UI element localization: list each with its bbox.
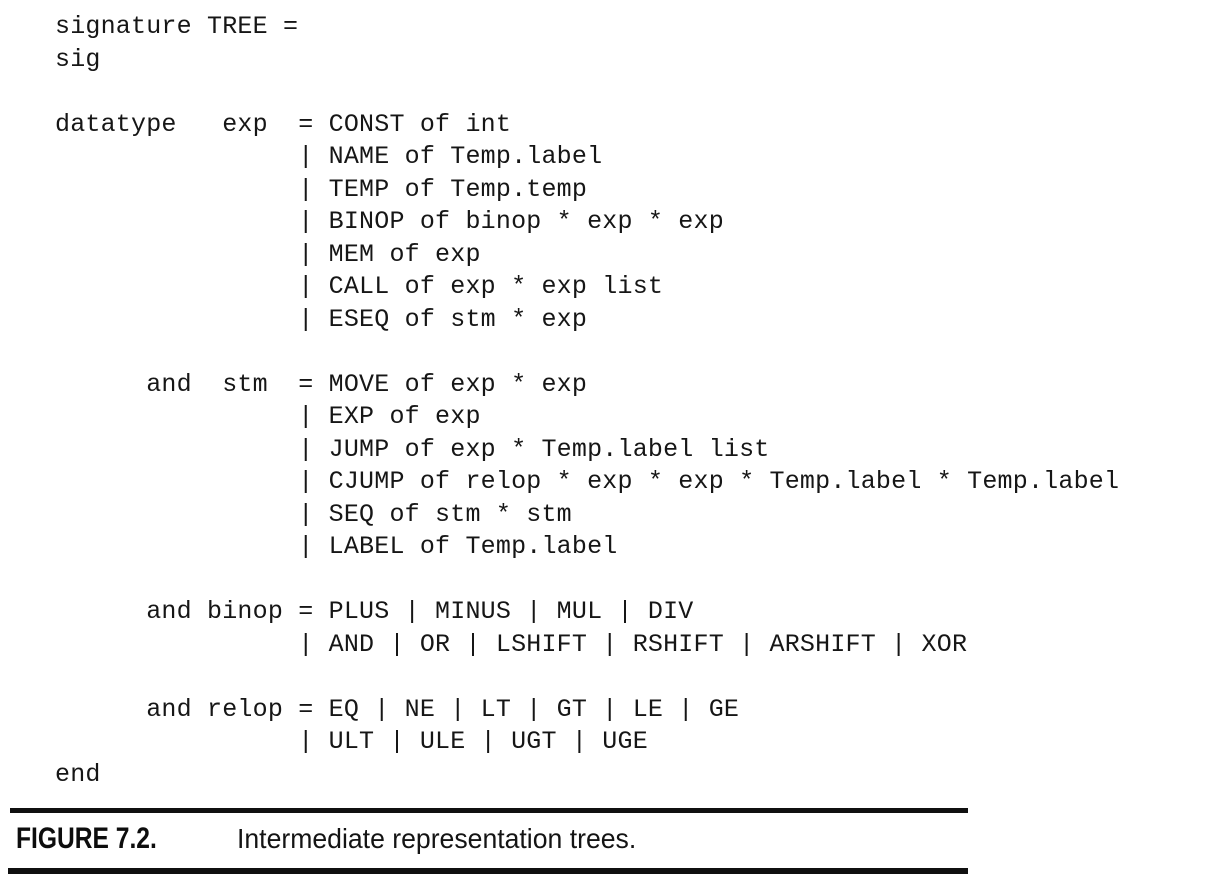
ml-signature-code-block: signature TREE = sig datatype exp = CONS… bbox=[55, 12, 1120, 789]
caption-top-rule bbox=[10, 808, 968, 813]
caption-bottom-rule bbox=[8, 868, 968, 874]
figure-number-label: FIGURE 7.2. bbox=[16, 822, 157, 855]
figure-caption-text: Intermediate representation trees. bbox=[237, 823, 637, 854]
